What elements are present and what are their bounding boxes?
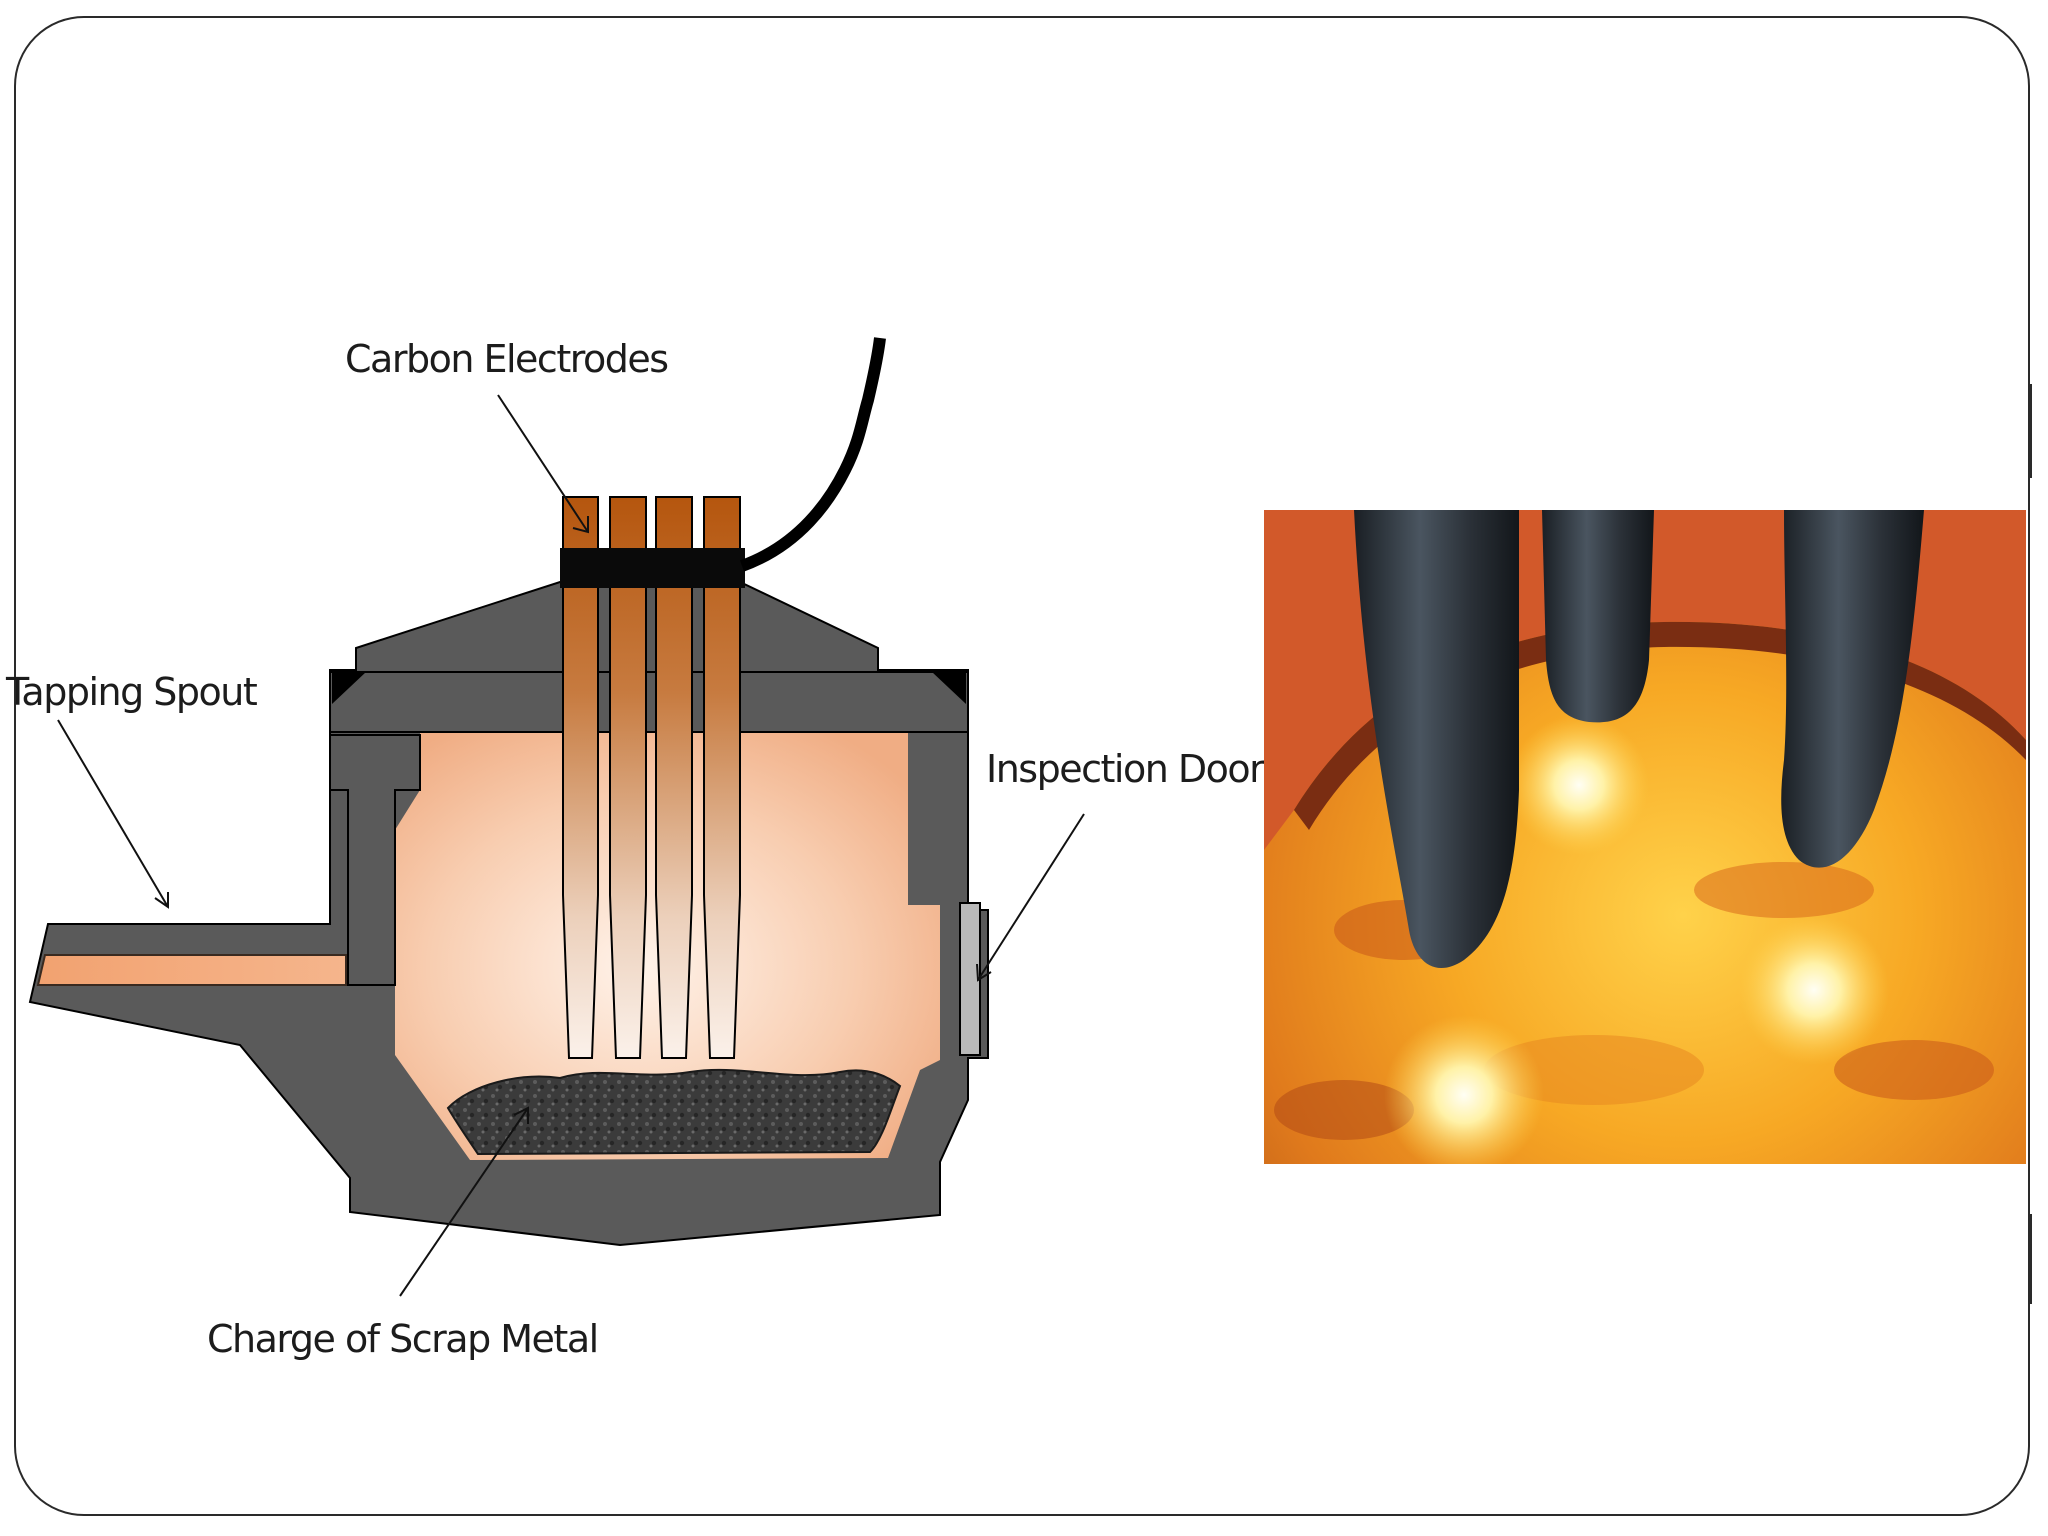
roof-rim	[329, 671, 969, 733]
furnace-roof	[329, 581, 969, 733]
tapping-spout	[36, 954, 347, 986]
photo-electrode-left	[1354, 510, 1519, 969]
arrowhead-carbon-electrodes	[572, 516, 589, 534]
electrode-3	[655, 496, 693, 1059]
scrap-metal-charge	[446, 1068, 902, 1156]
photo-arc-glow-2	[1739, 915, 1889, 1065]
arrowhead-scrap-metal	[513, 1106, 529, 1124]
furnace-interior-photo	[1264, 510, 2026, 1164]
power-cable	[739, 337, 886, 572]
carbon-electrodes	[560, 337, 886, 1059]
arc-furnace-diagram: Carbon Electrodes Tapping Spout Inspecti…	[5, 337, 1267, 1361]
spout-channel	[36, 954, 347, 986]
roof-left-bracket	[332, 672, 366, 704]
photo-arc-glow-1	[1509, 715, 1649, 855]
electrode-4	[703, 496, 741, 1059]
electrode-2	[609, 496, 647, 1059]
slide-edge-mark-lower	[2030, 1214, 2032, 1304]
arrowhead-inspection-door	[976, 963, 992, 982]
arrow-tapping-spout	[57, 719, 169, 908]
electrode-1	[562, 496, 599, 1059]
photo-electrode-center	[1542, 510, 1654, 723]
slide-edge-mark-upper	[2030, 384, 2032, 478]
arrow-inspection-door	[977, 813, 1085, 981]
arrow-scrap-metal	[399, 1107, 529, 1297]
photo-arc-glow-3	[1384, 1015, 1544, 1164]
label-tapping-spout: Tapping Spout	[5, 670, 257, 714]
label-carbon-electrodes: Carbon Electrodes	[345, 337, 668, 381]
interior-left-step	[329, 734, 421, 986]
roof-right-bracket	[932, 672, 966, 704]
label-charge-of-scrap-metal: Charge of Scrap Metal	[207, 1317, 598, 1361]
label-inspection-door: Inspection Door	[986, 747, 1265, 791]
label-arrows	[57, 394, 1085, 1297]
photo-electrode-right	[1781, 510, 1924, 868]
arrow-carbon-electrodes	[497, 394, 589, 533]
arrowhead-tapping-spout	[154, 892, 169, 909]
electrode-clamp	[560, 548, 745, 588]
